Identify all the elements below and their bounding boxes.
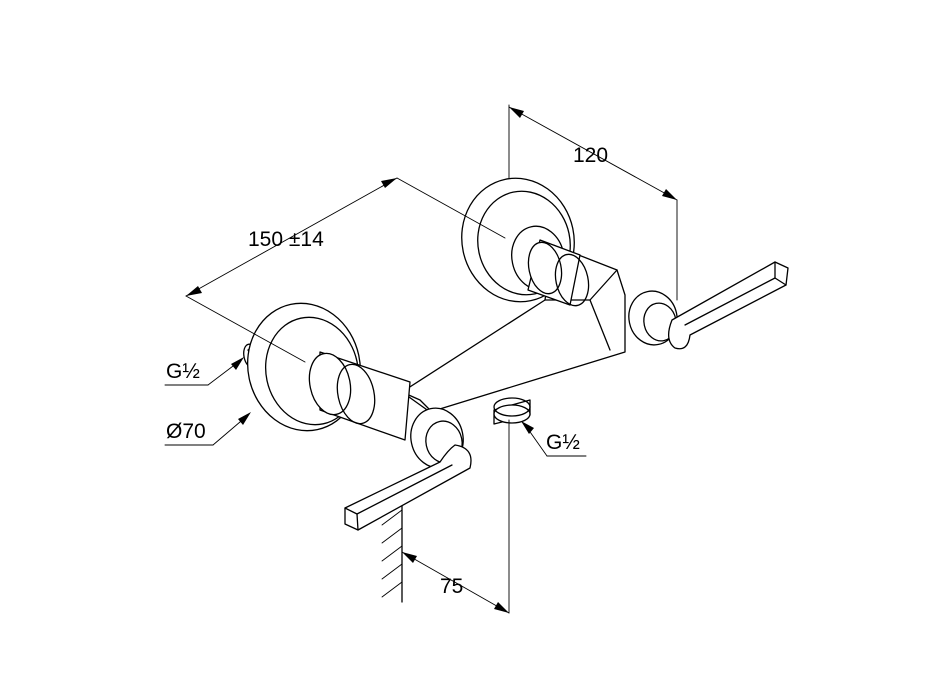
dimension-150: 150 ±14 xyxy=(185,177,506,363)
dimension-150-label: 150 ±14 xyxy=(248,228,324,251)
dimension-120: 120 xyxy=(508,104,678,301)
right-handle xyxy=(628,261,789,350)
left-handle xyxy=(344,407,472,531)
left-connector xyxy=(308,351,411,441)
dimension-75: 75 xyxy=(401,419,510,614)
callout-outlet-thread: G½ xyxy=(521,421,587,457)
callout-rosette-diameter-label: Ø70 xyxy=(166,420,206,443)
right-connector xyxy=(527,239,590,307)
dimension-75-label: 75 xyxy=(440,575,463,598)
callout-outlet-thread-label: G½ xyxy=(546,431,580,454)
callout-rosette-diameter: Ø70 xyxy=(164,412,251,446)
dimension-120-label: 120 xyxy=(573,144,608,167)
callout-left-thread-label: G½ xyxy=(166,360,200,383)
wall-hatch xyxy=(381,497,403,603)
callout-left-thread: G½ xyxy=(164,357,244,386)
bottom-outlet xyxy=(493,397,531,425)
